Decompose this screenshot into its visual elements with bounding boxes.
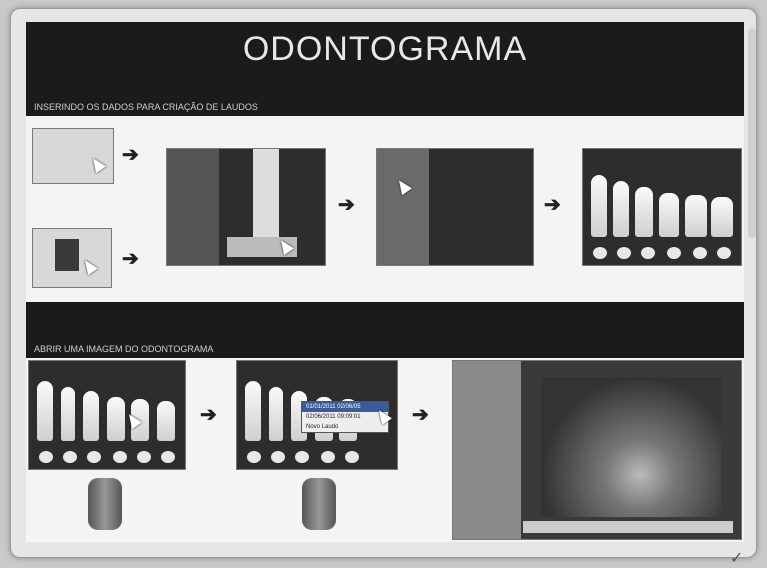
cursor-icon [88, 155, 106, 173]
dialog-thumbnail [32, 128, 114, 184]
cylinder-icon [88, 478, 122, 530]
check-icon: ✓ [730, 548, 743, 568]
section-label-opening: ABRIR UMA IMAGEM DO ODONTOGRAMA [34, 344, 213, 354]
cylinder-icon [302, 478, 336, 530]
page-title: ODONTOGRAMA [26, 30, 744, 69]
arrow-right-icon: ➔ [200, 402, 217, 427]
section-panel-opening: ➔ 01/01/2011 02/06/05 02/06/2011 09:09:0… [26, 358, 744, 542]
arrow-right-icon: ➔ [338, 192, 355, 217]
section-panel-inserting: ➔ ➔ ➔ ➔ [26, 116, 744, 302]
image-thumbnail [32, 228, 112, 288]
teeth-menu-thumbnail: 01/01/2011 02/06/05 02/06/2011 09:09:01 … [236, 360, 398, 470]
arrow-right-icon: ➔ [122, 246, 139, 271]
slide: ODONTOGRAMA INSERINDO OS DADOS PARA CRIA… [26, 22, 744, 542]
software-screen-thumbnail [166, 148, 326, 266]
context-menu-item[interactable]: 01/01/2011 02/06/05 [302, 402, 388, 412]
arrow-right-icon: ➔ [412, 402, 429, 427]
scrollbar[interactable] [748, 28, 756, 238]
arrow-right-icon: ➔ [544, 192, 561, 217]
xray-viewer-thumbnail [452, 360, 742, 540]
cursor-icon [80, 257, 98, 275]
section-label-inserting: INSERINDO OS DADOS PARA CRIAÇÃO DE LAUDO… [34, 102, 258, 112]
arrow-right-icon: ➔ [122, 142, 139, 167]
context-menu-item[interactable]: Novo Laudo [302, 422, 388, 432]
teeth-thumbnail [582, 148, 742, 266]
xray-image [541, 377, 721, 517]
teeth-thumbnail [28, 360, 186, 470]
toolbar-thumbnail [376, 148, 534, 266]
